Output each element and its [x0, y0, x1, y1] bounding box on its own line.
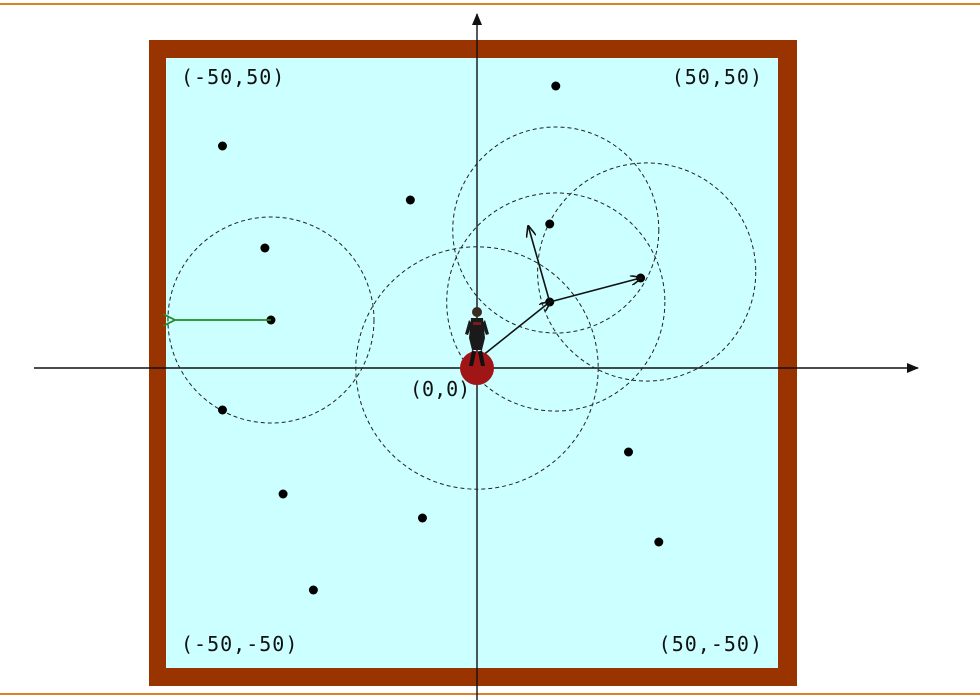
corner-label-bottom-left: (-50,-50) — [181, 632, 298, 656]
start-marker — [460, 351, 494, 385]
corner-label-top-left: (-50,50) — [181, 65, 285, 89]
landmark-dot — [417, 513, 427, 523]
landmark-dot — [624, 447, 633, 457]
detection-circle — [446, 192, 666, 412]
detection-circle — [355, 246, 599, 490]
landmark-dot — [308, 585, 318, 595]
landmark-dot — [260, 243, 270, 253]
person-figure-icon — [465, 307, 489, 366]
corner-label-top-right: (50,50) — [672, 65, 763, 89]
origin-label: (0,0) — [410, 377, 470, 401]
path-arrow — [549, 278, 641, 303]
landmark-dot — [551, 81, 561, 91]
landmark-dot — [217, 405, 227, 415]
path-arrow — [476, 302, 550, 361]
corner-label-bottom-right: (50,-50) — [659, 632, 763, 656]
landmark-dot — [545, 219, 555, 229]
detection-circle — [537, 162, 757, 382]
landmark-dot — [405, 195, 415, 205]
landmark-dot — [278, 489, 288, 499]
branch-arrow — [529, 227, 551, 303]
path-arrows — [174, 227, 641, 361]
detection-circle — [452, 126, 660, 334]
landmark-dot — [217, 141, 227, 151]
landmark-dot — [654, 537, 664, 547]
